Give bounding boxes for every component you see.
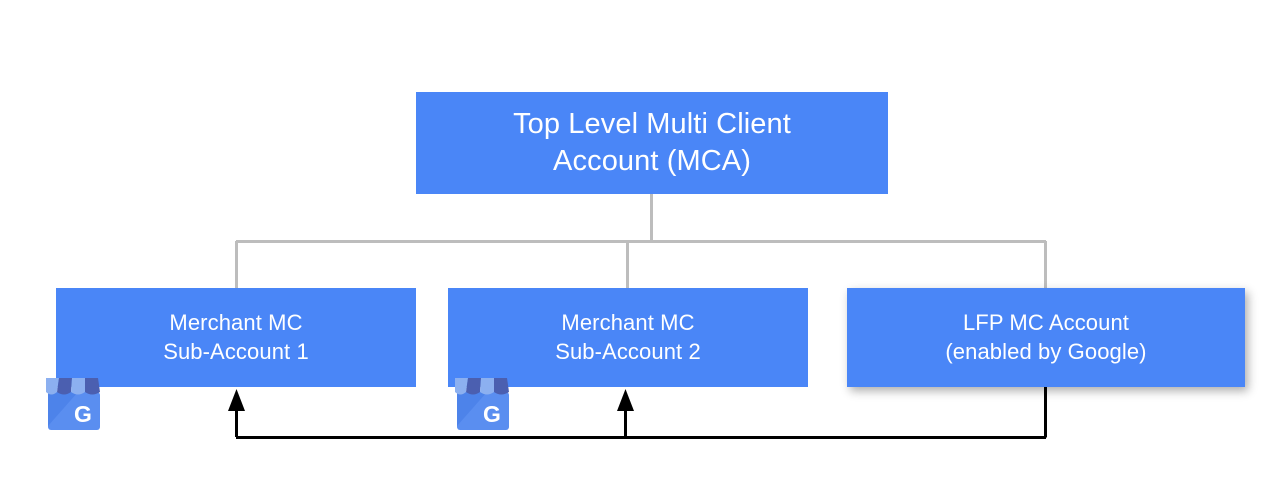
node-top-level-mca-label: Top Level Multi Client Account (MCA) — [513, 107, 791, 177]
node-merchant-sub-account-1-label: Merchant MC Sub-Account 1 — [163, 310, 309, 364]
gmb-g-letter: G — [74, 401, 92, 427]
node-lfp-mc-account-label: LFP MC Account (enabled by Google) — [945, 310, 1147, 364]
node-merchant-sub-account-1[interactable]: Merchant MC Sub-Account 1 — [56, 288, 416, 387]
node-merchant-sub-account-2-label: Merchant MC Sub-Account 2 — [555, 310, 701, 364]
node-merchant-sub-account-2[interactable]: Merchant MC Sub-Account 2 — [448, 288, 808, 387]
google-my-business-storefront-icon: G — [46, 378, 100, 430]
gmb-g-letter: G — [483, 401, 501, 427]
node-top-level-mca[interactable]: Top Level Multi Client Account (MCA) — [416, 92, 888, 194]
node-lfp-mc-account[interactable]: LFP MC Account (enabled by Google) — [847, 288, 1245, 387]
google-my-business-storefront-icon: G — [455, 378, 509, 430]
